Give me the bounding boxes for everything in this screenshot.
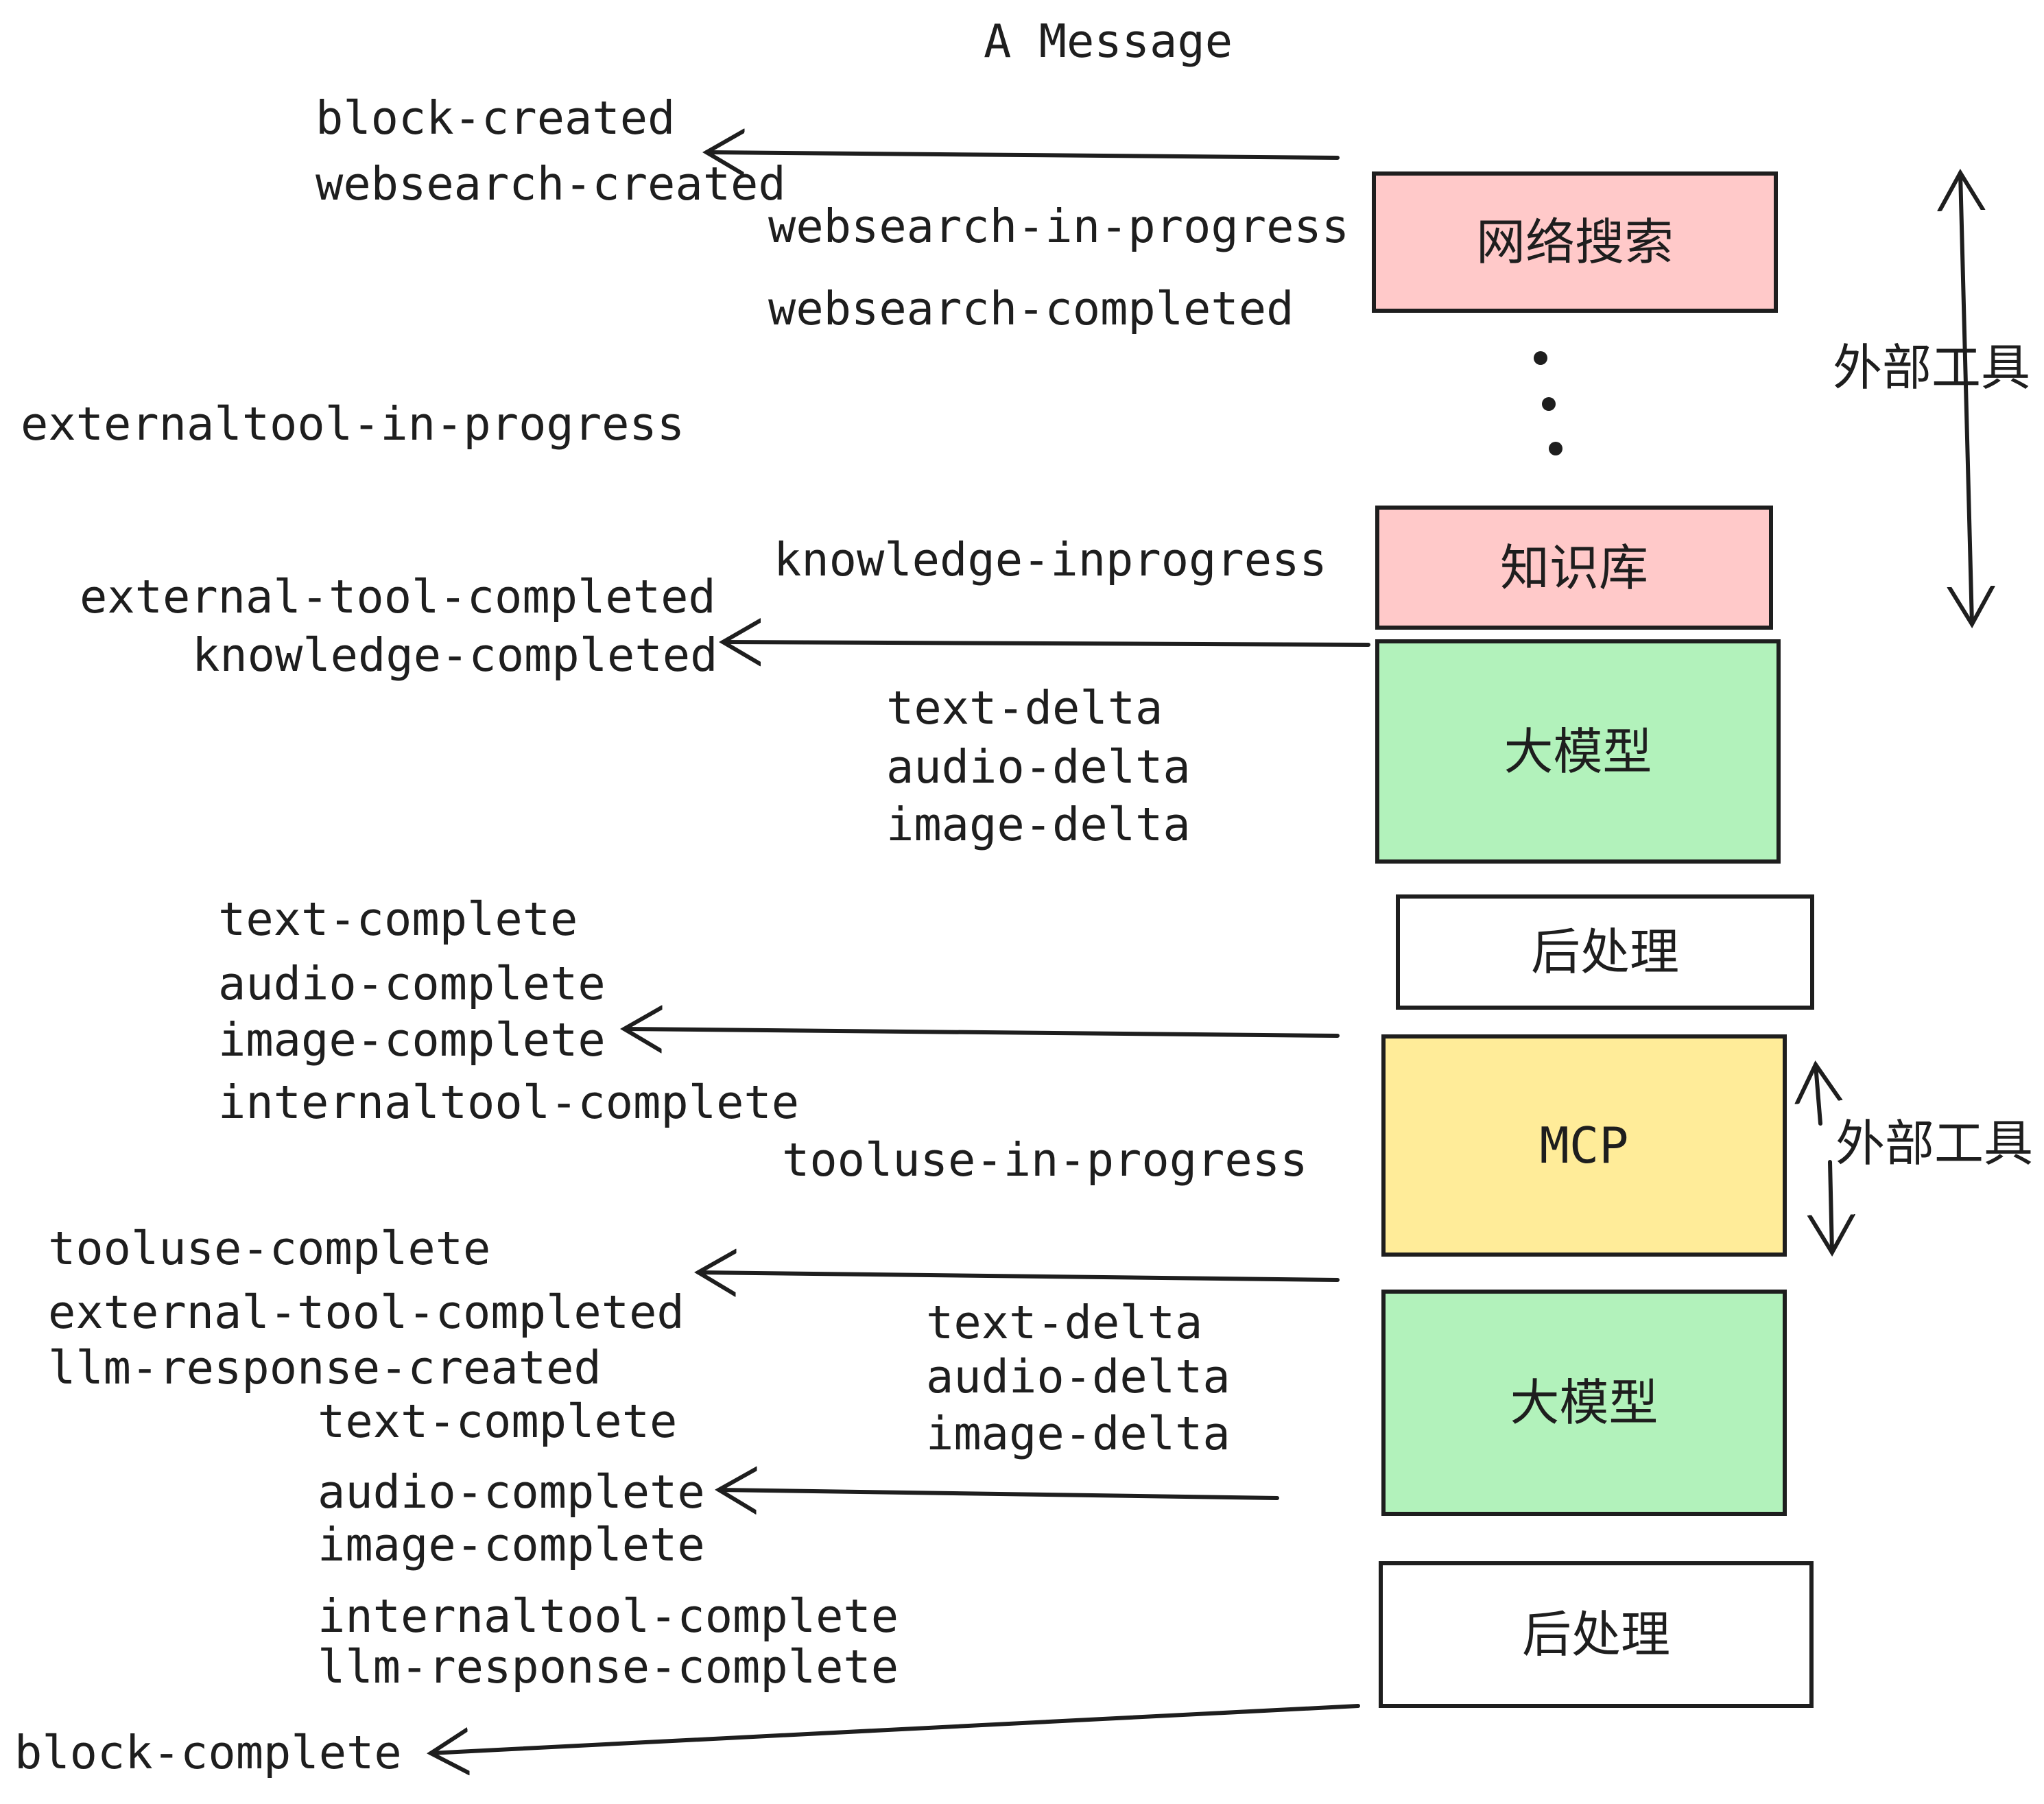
double-arrow-external-tools-2-up <box>1816 1065 1820 1126</box>
event-label-websearch-completed: websearch-completed <box>768 282 1294 335</box>
box-llm-1-label: 大模型 <box>1504 722 1652 781</box>
ellipsis-dot <box>1549 442 1562 455</box>
external-tools-label-1: 外部工具 <box>1833 339 2031 396</box>
event-label-knowledge-completed: knowledge-completed <box>192 628 718 682</box>
event-label-external-tool-completed-2: external-tool-completed <box>48 1285 685 1339</box>
box-mcp: MCP <box>1381 1034 1787 1257</box>
ellipsis-dots <box>1534 351 1562 455</box>
ellipsis-dot <box>1534 351 1547 365</box>
box-llm-2-label: 大模型 <box>1510 1374 1659 1432</box>
event-label-image-complete-2: image-complete <box>318 1518 705 1571</box>
arrow-llm1-to-knowledge-completed <box>723 642 1370 645</box>
event-label-audio-complete-1: audio-complete <box>218 957 606 1010</box>
ellipsis-dot <box>1542 397 1556 411</box>
event-label-image-delta-1: image-delta <box>886 798 1191 851</box>
event-label-audio-delta-1: audio-delta <box>886 740 1191 794</box>
box-websearch-label: 网络搜索 <box>1475 213 1674 271</box>
event-label-image-delta-2: image-delta <box>926 1407 1231 1460</box>
box-mcp-label: MCP <box>1539 1117 1629 1174</box>
event-label-websearch-created: websearch-created <box>316 157 786 211</box>
event-label-llm-response-complete: llm-response-complete <box>318 1640 899 1694</box>
event-label-text-complete-2: text-complete <box>318 1394 678 1448</box>
arrow-websearch-to-block-created <box>706 152 1340 158</box>
box-llm-1: 大模型 <box>1375 639 1781 864</box>
arrow-mcp-to-image-complete <box>624 1029 1340 1036</box>
event-label-internaltool-complete-2: internaltool-complete <box>318 1589 899 1643</box>
event-label-internaltool-complete-1: internaltool-complete <box>218 1076 800 1129</box>
double-arrow-external-tools-1 <box>1960 173 1972 624</box>
arrow-llm2-to-tooluse-complete <box>698 1272 1340 1280</box>
box-knowledge-label: 知识库 <box>1499 538 1648 597</box>
box-websearch: 网络搜索 <box>1372 171 1778 313</box>
box-knowledge: 知识库 <box>1375 506 1773 630</box>
event-label-llm-response-created: llm-response-created <box>48 1341 602 1394</box>
box-postprocess-1-label: 后处理 <box>1530 923 1679 981</box>
arrow-llm2-to-audio-complete <box>719 1490 1279 1498</box>
event-label-externaltool-in-progress: externaltool-in-progress <box>21 397 685 451</box>
event-label-text-complete-1: text-complete <box>218 892 578 946</box>
event-label-knowledge-inprogress: knowledge-inprogress <box>774 533 1327 586</box>
event-label-audio-delta-2: audio-delta <box>926 1350 1231 1403</box>
event-label-text-delta-1: text-delta <box>886 681 1163 735</box>
external-tools-label-2: 外部工具 <box>1835 1115 2034 1172</box>
box-postprocess-2: 后处理 <box>1379 1561 1814 1708</box>
box-llm-2: 大模型 <box>1381 1290 1787 1516</box>
page-title: A Message <box>984 14 1233 68</box>
event-label-external-tool-completed-1: external-tool-completed <box>80 570 716 624</box>
event-label-image-complete-1: image-complete <box>218 1013 606 1067</box>
event-label-tooluse-complete: tooluse-complete <box>48 1222 491 1275</box>
event-label-block-complete: block-complete <box>14 1726 402 1779</box>
arrow-postprocess2-to-block-complete <box>431 1704 1360 1753</box>
box-postprocess-1: 后处理 <box>1396 894 1814 1010</box>
event-label-block-created: block-created <box>316 91 676 145</box>
event-label-audio-complete-2: audio-complete <box>318 1465 705 1519</box>
event-label-text-delta-2: text-delta <box>926 1296 1203 1349</box>
event-label-websearch-in-progress: websearch-in-progress <box>768 200 1350 253</box>
box-postprocess-2-label: 后处理 <box>1521 1606 1670 1663</box>
event-label-tooluse-in-progress: tooluse-in-progress <box>782 1133 1308 1187</box>
double-arrow-external-tools-2-down <box>1830 1160 1832 1253</box>
